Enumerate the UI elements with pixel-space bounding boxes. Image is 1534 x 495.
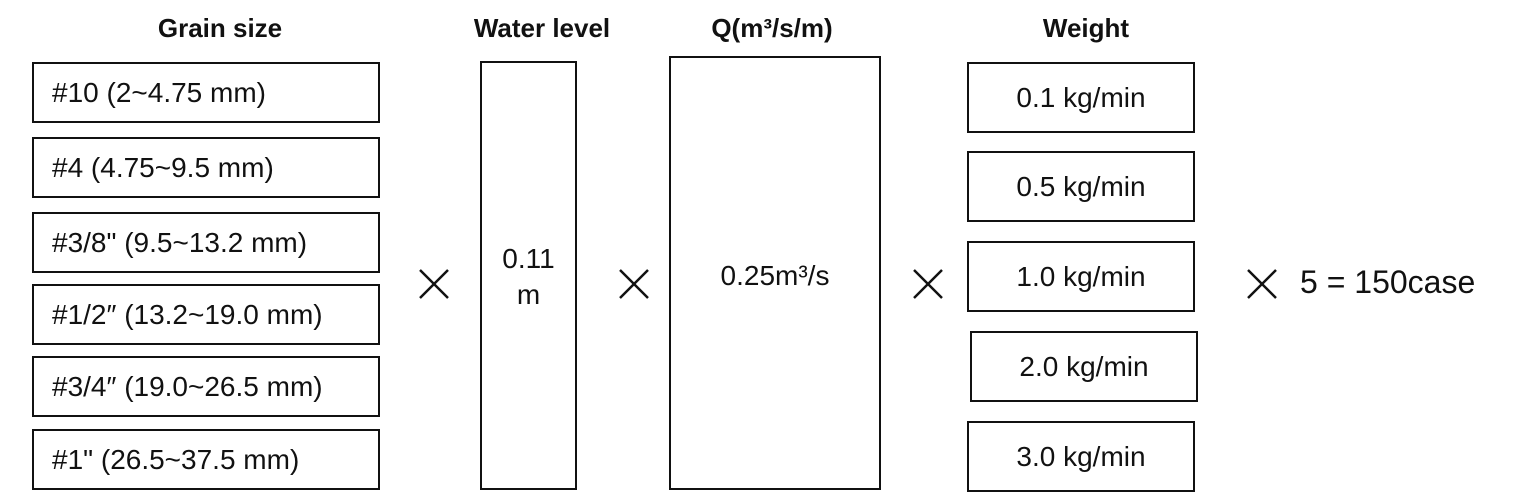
result-text: 5 = 150case xyxy=(1300,264,1476,300)
multiply-icon xyxy=(614,264,654,304)
grain-size-box-4: #1/2″ (13.2~19.0 mm) xyxy=(32,284,380,345)
water-level-unit: m xyxy=(516,279,541,310)
weight-box-3: 1.0 kg/min xyxy=(967,241,1195,312)
water-level-box: 0.11 m xyxy=(480,61,577,490)
header-water-level: Water level xyxy=(473,13,611,43)
weight-box-4: 2.0 kg/min xyxy=(970,331,1198,402)
grain-size-box-2: #4 (4.75~9.5 mm) xyxy=(32,137,380,198)
grain-size-box-5: #3/4″ (19.0~26.5 mm) xyxy=(32,356,380,417)
multiply-icon xyxy=(1242,264,1282,304)
multiply-icon xyxy=(414,264,454,304)
discharge-box: 0.25m³/s xyxy=(669,56,881,490)
water-level-number: 0.11 xyxy=(502,243,555,274)
weight-box-1: 0.1 kg/min xyxy=(967,62,1195,133)
discharge-value: 0.25m³/s xyxy=(720,260,830,291)
grain-size-box-6: #1" (26.5~37.5 mm) xyxy=(32,429,380,490)
multiply-icon xyxy=(908,264,948,304)
header-discharge: Q(m³/s/m) xyxy=(711,13,833,43)
water-level-value: 0.11 m xyxy=(482,241,575,313)
header-weight: Weight xyxy=(1042,13,1130,43)
grain-size-box-3: #3/8" (9.5~13.2 mm) xyxy=(32,212,380,273)
weight-box-2: 0.5 kg/min xyxy=(967,151,1195,222)
weight-box-5: 3.0 kg/min xyxy=(967,421,1195,492)
header-grain-size: Grain size xyxy=(157,13,283,43)
grain-size-box-1: #10 (2~4.75 mm) xyxy=(32,62,380,123)
